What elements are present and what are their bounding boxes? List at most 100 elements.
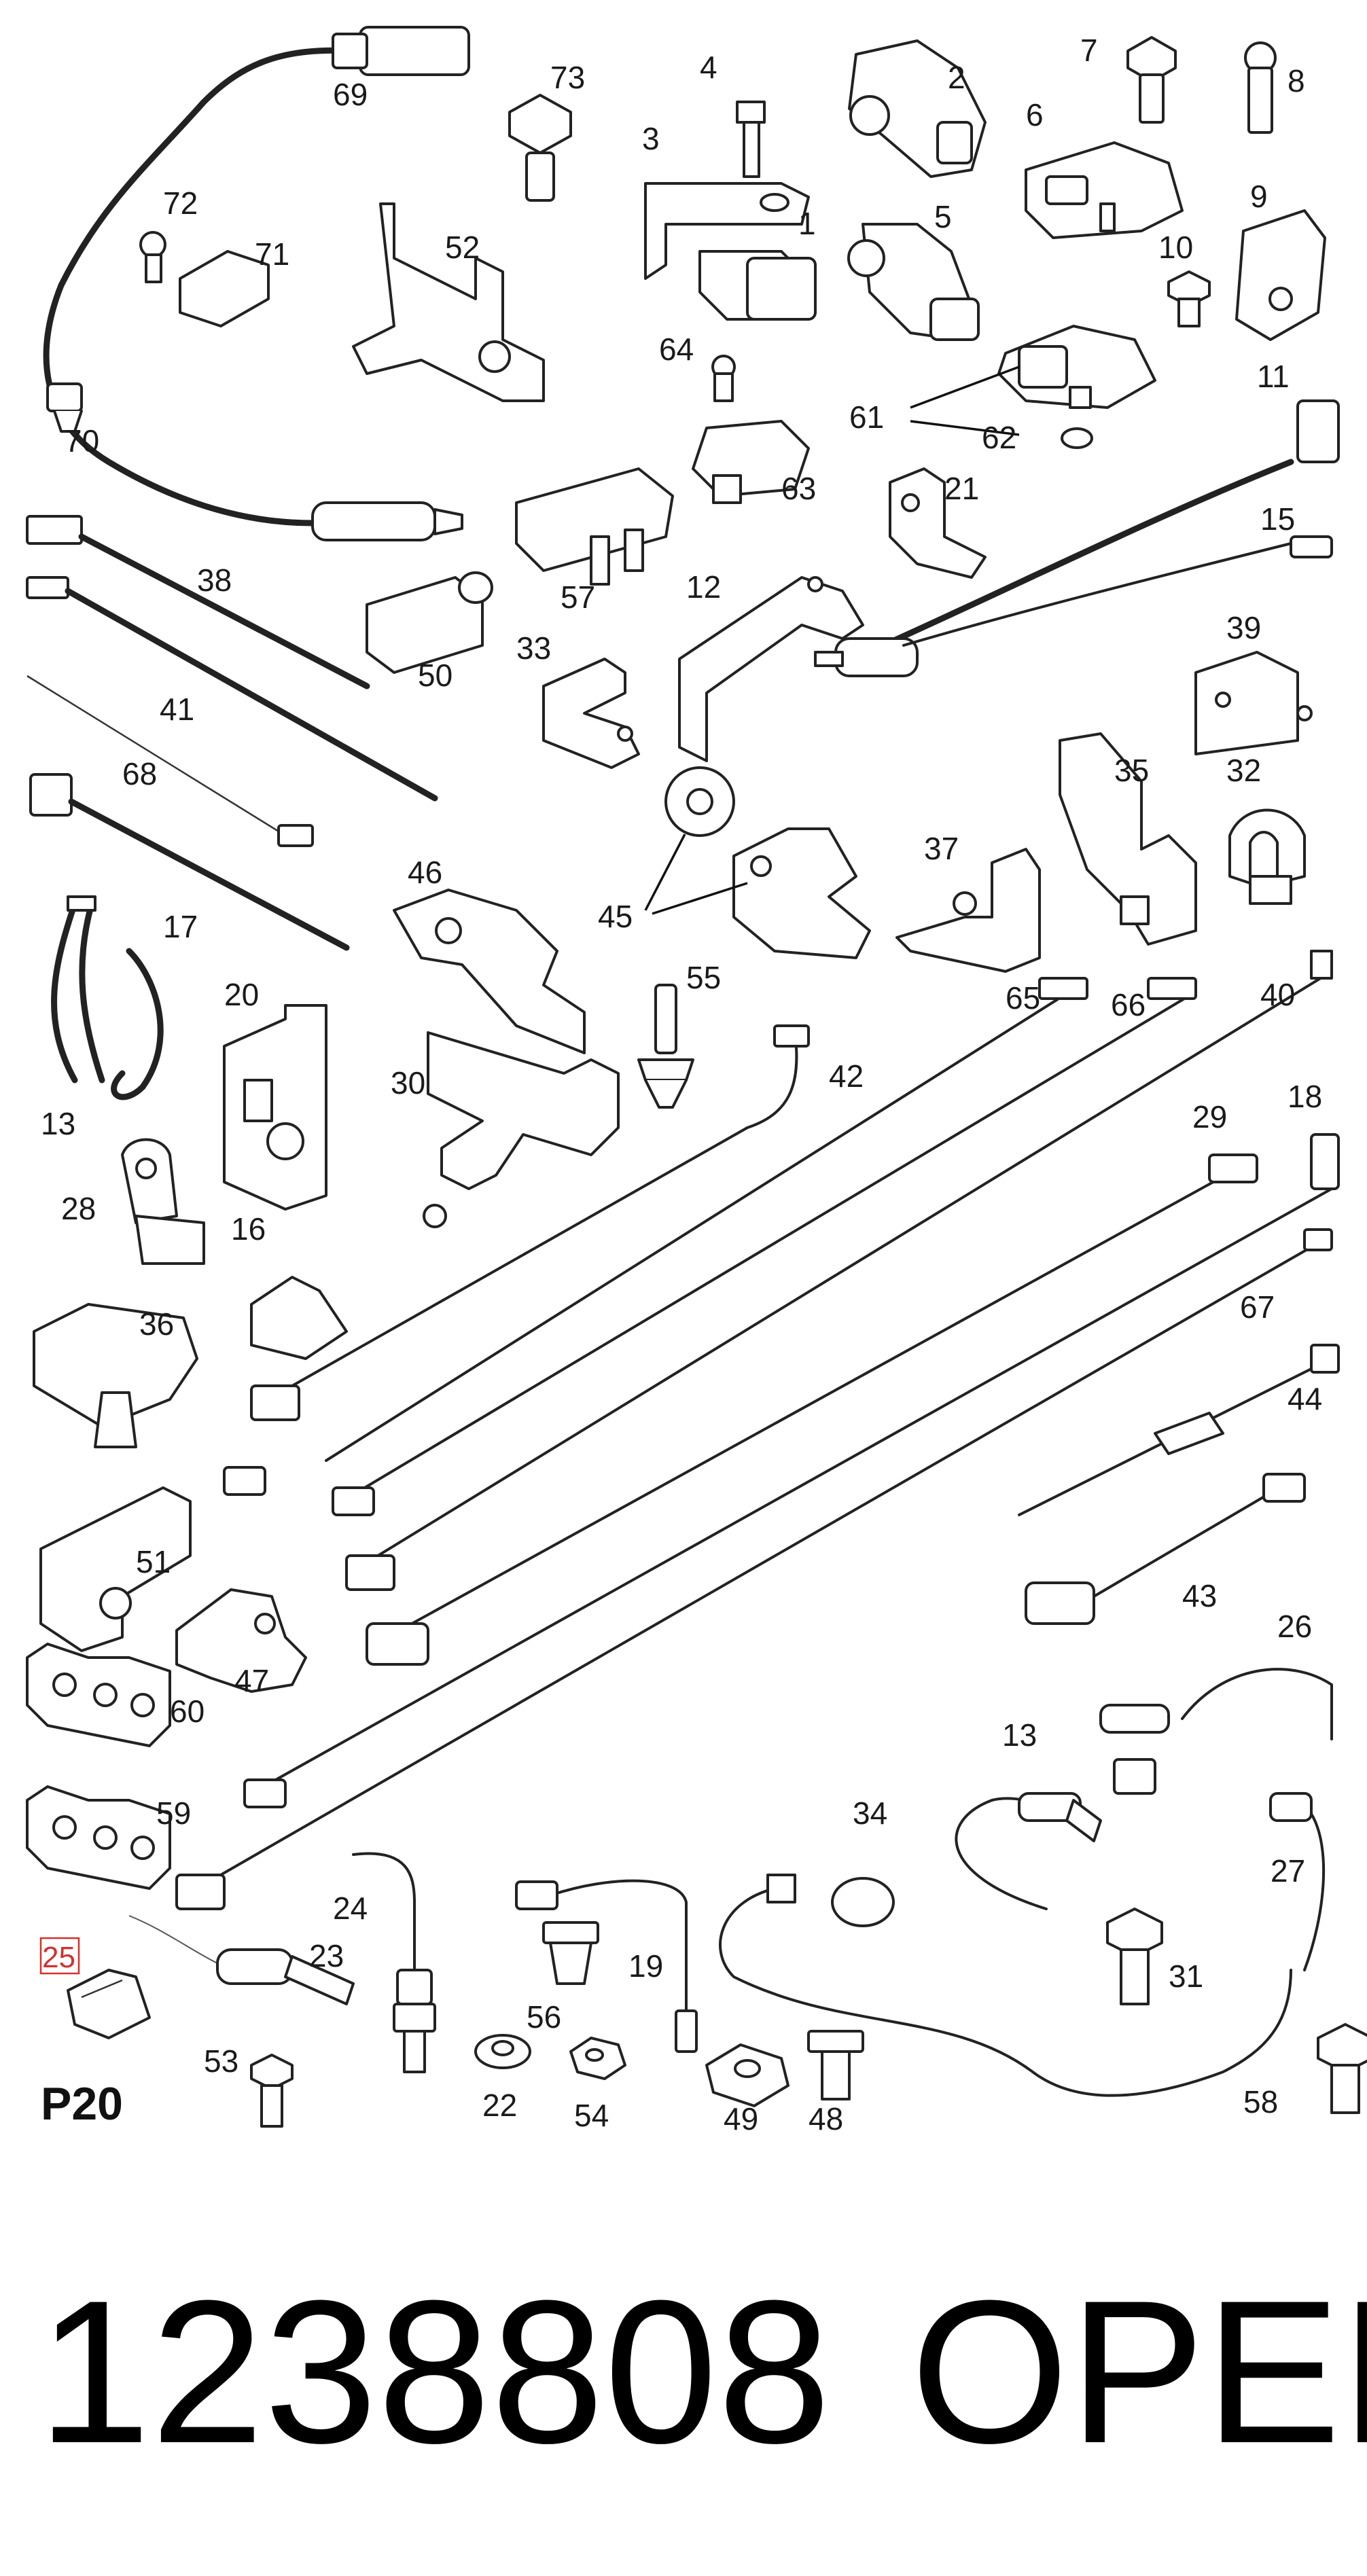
callout-71: 71 [255, 236, 289, 272]
callout-36: 36 [139, 1306, 174, 1342]
callout-25-highlight[interactable]: 25 [39, 1937, 80, 1975]
callout-65: 65 [1006, 980, 1040, 1016]
part-16-clip [250, 1276, 348, 1360]
part-49-nut [705, 2043, 789, 2107]
callout-70: 70 [65, 423, 99, 459]
callout-69: 69 [333, 77, 368, 112]
callout-3: 3 [642, 121, 660, 156]
callout-38: 38 [197, 562, 232, 598]
part-27-sensor [1269, 1792, 1326, 1971]
callout-53: 53 [204, 2043, 238, 2079]
part-59-clip-strip [26, 1785, 171, 1890]
harness-wires [196, 950, 1340, 1890]
part-17-tie [111, 948, 164, 1101]
callout-22: 22 [482, 2088, 517, 2123]
callout-50: 50 [418, 658, 452, 693]
callout-39: 39 [1226, 610, 1261, 645]
part-58-bolt [1317, 2023, 1367, 2114]
part-71-72-bracket [139, 231, 270, 327]
callout-43: 43 [1182, 1578, 1217, 1613]
part-11-15-oxygen-sensor [814, 399, 1340, 677]
part-number: 1238808 [37, 2257, 831, 2486]
callout-41: 41 [160, 692, 194, 727]
callout-12: 12 [686, 569, 721, 605]
callout-66: 66 [1111, 987, 1146, 1022]
part-34-sensor-harness [719, 1874, 1292, 2097]
callout-21: 21 [944, 471, 979, 506]
part-1-connector [698, 250, 817, 321]
part-13-tie [51, 895, 105, 1084]
callout-72: 72 [163, 185, 198, 221]
part-6-sensor [1025, 141, 1184, 239]
callout-52: 52 [445, 230, 480, 265]
callout-73: 73 [550, 60, 585, 95]
part-39-bracket [1194, 651, 1313, 755]
part-12-bracket [678, 576, 864, 762]
part-48-bolt [807, 2030, 864, 2100]
part-51-bracket [39, 1486, 192, 1652]
callout-19: 19 [628, 1948, 663, 1984]
part-21-bracket [889, 467, 987, 579]
harness-connectors [175, 1384, 429, 1910]
callout-31: 31 [1169, 1958, 1203, 1994]
callout-16: 16 [231, 1211, 266, 1247]
part-52-bracket [352, 202, 545, 402]
part-26-sensor [1099, 1668, 1333, 1795]
callout-11: 11 [1257, 359, 1290, 394]
part-36-clip [33, 1303, 198, 1448]
callout-13: 13 [41, 1106, 75, 1141]
callout-1: 1 [798, 206, 816, 241]
callout-33: 33 [516, 630, 551, 666]
callout-29: 29 [1192, 1099, 1227, 1134]
part-47-bracket [175, 1588, 307, 1693]
part-38-cable-tie [26, 515, 370, 690]
callout-56: 56 [527, 1999, 561, 2035]
callout-25[interactable]: 25 [42, 1941, 75, 1974]
callout-62: 62 [982, 420, 1016, 455]
part-25-clip [67, 1969, 151, 2039]
callout-44: 44 [1288, 1381, 1322, 1416]
callout-64: 64 [659, 332, 694, 367]
part-70-clip [46, 382, 83, 433]
callout-18: 18 [1288, 1079, 1322, 1114]
callout-67: 67 [1240, 1289, 1275, 1325]
callout-27: 27 [1271, 1853, 1305, 1889]
callout-63: 63 [781, 471, 816, 506]
part-35-bracket [1059, 732, 1197, 946]
callout-48: 48 [809, 2101, 843, 2136]
callout-14: 13 [1002, 1717, 1037, 1753]
callout-4: 4 [700, 50, 717, 85]
part-14-sensor [955, 1792, 1102, 1910]
callout-42: 42 [829, 1058, 864, 1094]
part-20-plate [223, 1004, 327, 1211]
callout-35: 35 [1114, 753, 1149, 788]
callout-labels: 69 73 4 2 7 8 3 6 72 71 52 1 5 9 10 64 1… [41, 33, 1322, 2136]
part-9-10-sensor-bolt [1167, 209, 1326, 341]
callout-59: 59 [156, 1795, 191, 1831]
part-63-64-sensor-bolt [692, 355, 810, 504]
part-68b-strap [29, 773, 350, 951]
section-code: P20 [41, 2078, 123, 2130]
callout-7: 7 [1080, 33, 1098, 68]
callout-10: 10 [1158, 230, 1193, 265]
part-28-clip [121, 1138, 205, 1265]
part-19-sensor [515, 1879, 698, 2053]
callout-45: 45 [598, 899, 633, 934]
callout-2: 2 [948, 60, 965, 95]
callout-30: 30 [391, 1065, 425, 1101]
part-37-bracket [895, 848, 1041, 973]
part-7-8-bolts [1126, 36, 1277, 134]
part-68-cable-tie [26, 675, 314, 847]
callout-28: 28 [61, 1191, 96, 1226]
callout-47: 47 [234, 1663, 269, 1698]
callout-49: 49 [724, 2101, 758, 2136]
callout-24: 24 [333, 1891, 368, 1926]
part-5-sensor [847, 223, 980, 341]
part-50-sensor [366, 571, 493, 674]
part-56-plug [542, 1921, 599, 1985]
part-73-bolt [508, 94, 572, 202]
brand-name: OPEL [910, 2257, 1367, 2486]
part-53-bolt [250, 2054, 294, 2128]
callout-37: 37 [924, 831, 959, 866]
